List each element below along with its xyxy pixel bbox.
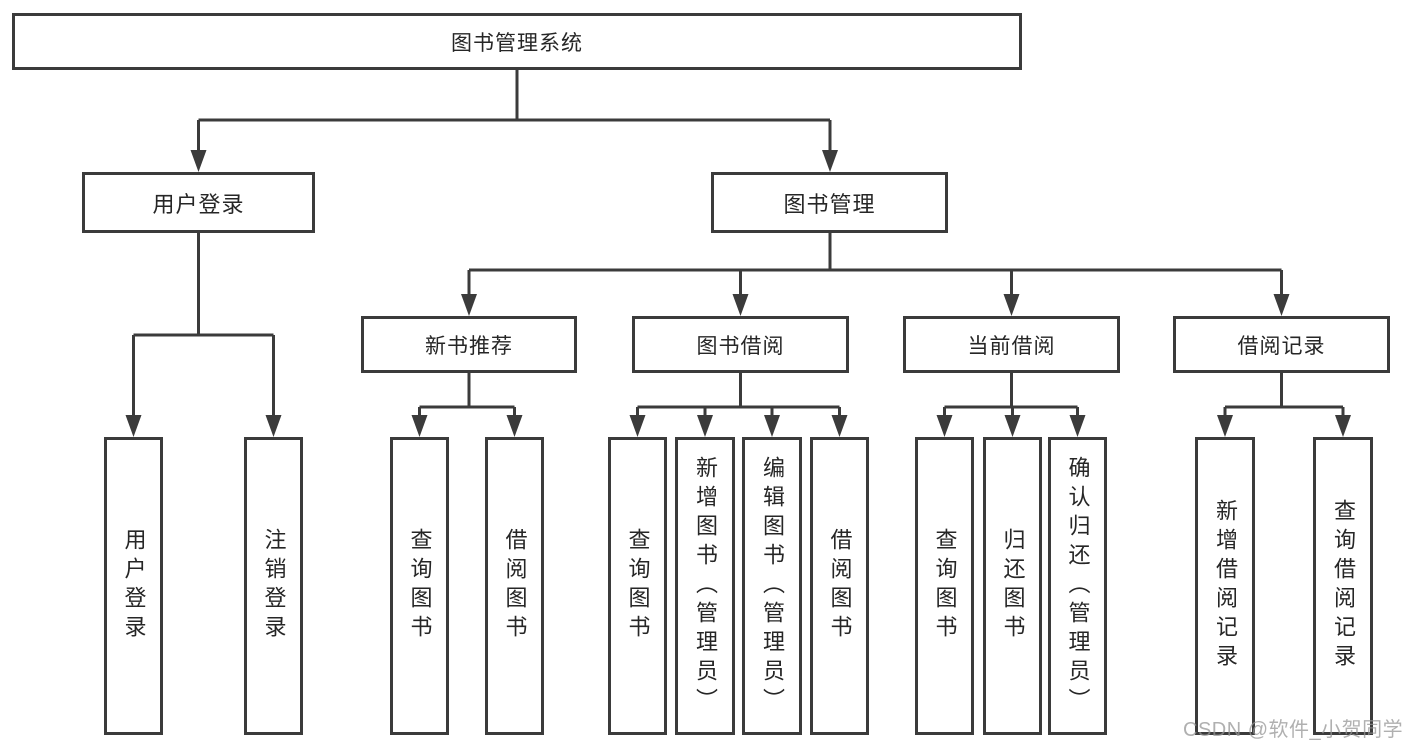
leaf-borrow-book: 借阅图书 [810,437,869,735]
leaf-query-book-current: 查询图书 [915,437,974,735]
arrowhead [831,415,848,437]
connector-book-management [467,233,1283,296]
leaf-confirm-return-admin-label: 确认归还（管理员） [1065,455,1091,717]
connector-current-borrow [943,373,1079,417]
arrowhead [461,294,477,316]
leaf-add-book-admin: 新增图书（管理员） [675,437,735,735]
leaf-borrow-book-newbook-label: 借阅图书 [502,528,528,644]
arrowhead [265,415,282,437]
leaf-query-book-borrow: 查询图书 [608,437,667,735]
node-borrow-record-label: 借阅记录 [1237,334,1326,358]
arrowhead [190,150,207,172]
arrowhead [1217,415,1233,437]
connector-user-login [132,233,275,417]
leaf-query-book-newbook: 查询图书 [390,437,449,735]
arrowhead [1273,294,1290,316]
node-new-book-recommend-label: 新书推荐 [425,334,513,358]
arrowhead [764,415,780,437]
connector-root [197,70,832,152]
leaf-query-borrow-record-label: 查询借阅记录 [1331,499,1356,673]
leaf-logout: 注销登录 [244,437,303,735]
leaf-confirm-return-admin: 确认归还（管理员） [1048,437,1107,735]
leaf-edit-book-admin-label: 编辑图书（管理员） [760,455,785,717]
node-current-borrow-label: 当前借阅 [967,334,1056,358]
leaf-borrow-book-label: 借阅图书 [827,528,853,644]
arrowhead [629,415,646,437]
arrowhead [822,150,838,172]
leaf-add-borrow-record-label: 新增借阅记录 [1213,499,1238,673]
node-book-management-label: 图书管理 [783,191,876,217]
arrowhead [506,415,523,437]
node-root-label: 图书管理系统 [451,31,583,55]
csdn-watermark: CSDN @软件_小贺同学 [1183,719,1404,741]
arrowhead [1004,415,1021,437]
leaf-add-borrow-record: 新增借阅记录 [1195,437,1255,735]
arrowhead [936,415,953,437]
arrowhead [1003,294,1020,316]
arrowhead [1335,415,1351,437]
node-current-borrow: 当前借阅 [903,316,1120,373]
node-book-borrow: 图书借阅 [632,316,849,373]
arrowhead [1069,415,1086,437]
leaf-borrow-book-newbook: 借阅图书 [485,437,544,735]
leaf-edit-book-admin: 编辑图书（管理员） [742,437,802,735]
leaf-user-login-label: 用户登录 [121,528,147,644]
arrowhead [697,415,713,437]
node-new-book-recommend: 新书推荐 [361,316,577,373]
arrowhead [411,415,428,437]
connector-borrow-record [1223,373,1345,417]
leaf-query-book-current-label: 查询图书 [932,528,958,644]
leaf-query-book-newbook-label: 查询图书 [407,528,433,644]
node-book-borrow-label: 图书借阅 [696,334,785,358]
connector-book-borrow [636,373,841,417]
leaf-query-book-borrow-label: 查询图书 [625,528,651,644]
arrowhead [125,415,142,437]
leaf-query-borrow-record: 查询借阅记录 [1313,437,1373,735]
leaf-return-book: 归还图书 [983,437,1042,735]
leaf-logout-label: 注销登录 [261,528,287,644]
node-root: 图书管理系统 [12,13,1022,70]
leaf-user-login: 用户登录 [104,437,163,735]
node-user-login-label: 用户登录 [152,191,245,217]
node-borrow-record: 借阅记录 [1173,316,1390,373]
arrowhead [732,294,749,316]
leaf-add-book-admin-label: 新增图书（管理员） [693,455,718,717]
connector-new-book [418,373,516,417]
leaf-return-book-label: 归还图书 [1000,528,1026,644]
node-user-login: 用户登录 [82,172,315,233]
node-book-management: 图书管理 [711,172,948,233]
